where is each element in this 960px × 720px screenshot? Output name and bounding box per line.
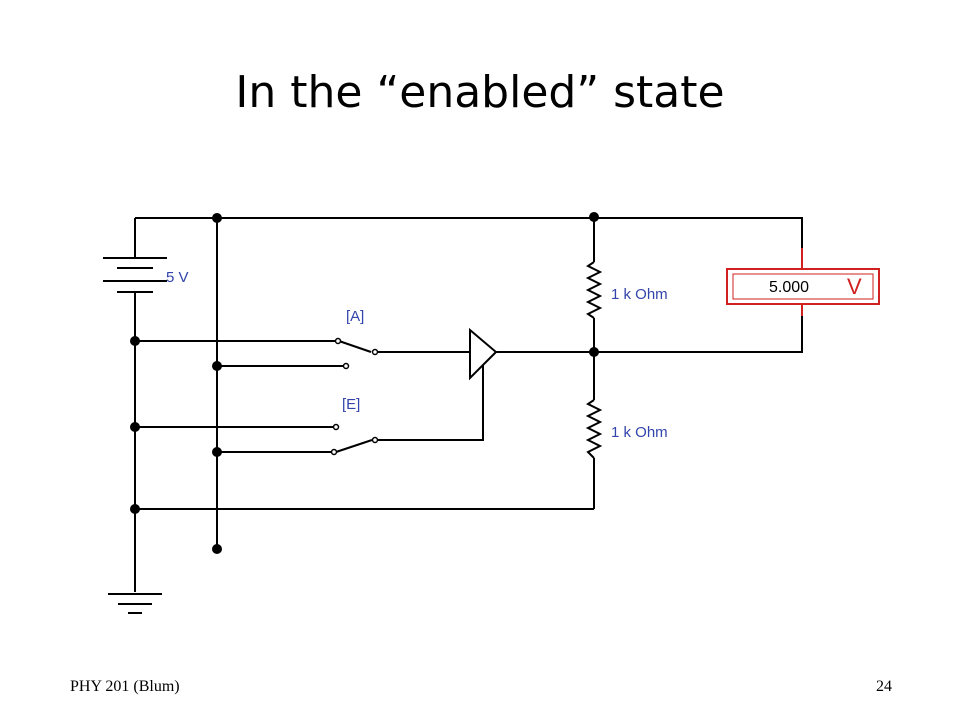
wires [134, 217, 803, 592]
ground-icon [108, 593, 162, 614]
switch-terminals [330, 337, 379, 456]
buffer-gate-icon [469, 327, 498, 381]
voltmeter-unit: V [847, 274, 862, 299]
voltmeter: 5.000 V [726, 248, 880, 316]
junction-dots [130, 212, 599, 554]
battery-label: 5 V [166, 269, 189, 286]
page-number: 24 [876, 678, 892, 695]
switch-a-label: [A] [346, 308, 364, 325]
resistor-top-icon [585, 261, 603, 319]
resistor-top-label: 1 k Ohm [611, 286, 668, 303]
switch-e-label: [E] [342, 396, 360, 413]
footer-course: PHY 201 (Blum) [70, 678, 180, 695]
switch-a-blade [338, 340, 372, 353]
slide-title: In the “enabled” state [235, 67, 725, 118]
voltmeter-reading: 5.000 [769, 279, 809, 296]
resistor-bottom-label: 1 k Ohm [611, 424, 668, 441]
top-rail-wire [135, 217, 803, 248]
battery-symbol [103, 257, 167, 293]
voltmeter-display [732, 273, 874, 300]
enable-wire [378, 364, 484, 441]
buffer-output-wire [496, 316, 803, 353]
resistor-bottom-icon [585, 399, 603, 459]
switch-e-blade [335, 439, 373, 453]
